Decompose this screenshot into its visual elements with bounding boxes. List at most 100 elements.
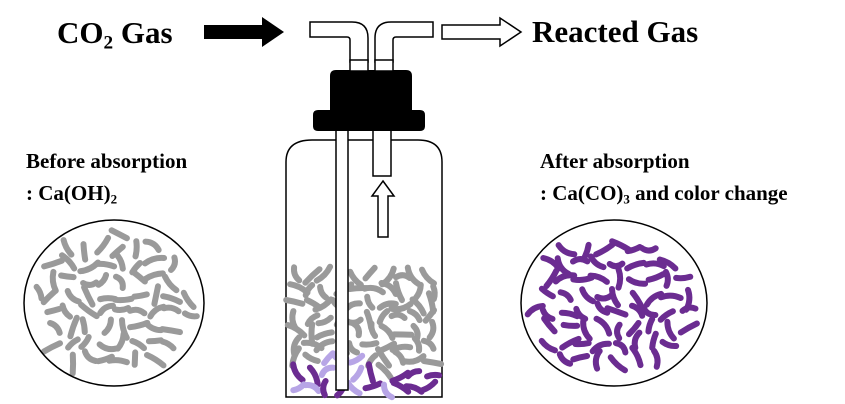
reacted-granule <box>538 285 556 300</box>
unreacted-granule <box>422 307 437 324</box>
reacted-granule <box>541 315 558 335</box>
unreacted-granule <box>168 254 178 273</box>
unreacted-granule <box>114 330 127 352</box>
unreacted-granule <box>347 268 364 288</box>
reacted-granule <box>614 321 623 342</box>
unreacted-granule <box>111 305 132 314</box>
reacted-granule <box>558 309 581 320</box>
unreacted-granule <box>33 283 45 302</box>
reacted-granule <box>572 340 592 348</box>
unreacted-granule <box>109 243 126 259</box>
unreacted-granule <box>60 237 75 258</box>
unreacted-granule <box>49 268 59 294</box>
unreacted-granule <box>162 273 180 294</box>
reacted-granule <box>362 380 384 392</box>
reacted-granule <box>643 260 667 270</box>
unreacted-granule <box>79 316 88 336</box>
reacted-granule <box>570 353 591 363</box>
after-absorption-granules <box>524 238 700 374</box>
unreacted-granule <box>106 357 130 366</box>
reacted-granule <box>629 344 644 369</box>
reacted-granule <box>609 238 632 253</box>
reacted-granule <box>539 306 556 322</box>
reacted-granule <box>570 256 591 265</box>
partially-reacted-granule <box>381 381 395 401</box>
outlet-tube-neck <box>374 59 394 72</box>
unreacted-granule <box>401 353 427 365</box>
outlet-short-tube <box>372 125 392 177</box>
unreacted-granule <box>159 338 177 352</box>
before-absorption-circle <box>23 219 205 387</box>
reacted-granule <box>645 316 656 335</box>
unreacted-granule <box>96 341 119 353</box>
reacted-granule <box>645 271 667 283</box>
unreacted-granule <box>80 241 89 263</box>
unreacted-granule <box>378 280 399 297</box>
reacted-granule <box>390 380 412 395</box>
unreacted-granule <box>302 282 316 299</box>
unreacted-granule <box>131 349 139 368</box>
unreacted-granule <box>313 338 336 354</box>
unreacted-granule <box>160 293 183 305</box>
unreacted-granule <box>113 251 126 272</box>
unreacted-granule <box>58 272 77 281</box>
reacted-granule <box>615 266 624 291</box>
unreacted-granule <box>315 314 334 327</box>
outlet-gas-label: Reacted Gas <box>532 14 699 49</box>
reacted-granule <box>594 300 611 316</box>
unreacted-granule <box>302 351 321 364</box>
reacted-granule <box>629 302 646 319</box>
unreacted-granule <box>159 326 183 336</box>
reacted-granule <box>638 245 659 254</box>
reacted-granule <box>560 321 581 329</box>
reacted-granule <box>365 361 376 385</box>
reacted-granule <box>538 337 558 354</box>
unreacted-granule <box>144 352 167 369</box>
reacted-granule <box>657 308 676 323</box>
unreacted-granule <box>409 296 427 317</box>
unreacted-granule <box>131 291 150 300</box>
reacted-granule <box>587 272 610 285</box>
unreacted-granule <box>59 302 73 320</box>
unreacted-granule <box>430 283 438 303</box>
unreacted-granule <box>312 296 334 313</box>
reacted-granule <box>593 241 616 258</box>
reacted-granule <box>609 286 621 309</box>
unreacted-granule <box>411 335 423 354</box>
unreacted-granule <box>368 320 379 339</box>
after-absorption-title: After absorption <box>540 149 690 173</box>
unreacted-granule <box>313 329 335 341</box>
unreacted-granule <box>426 318 437 341</box>
reacted-granule <box>580 318 593 342</box>
unreacted-granule <box>94 260 118 270</box>
unreacted-granule <box>364 293 376 311</box>
reacted-granule <box>424 371 443 380</box>
unreacted-granule <box>346 340 360 356</box>
before-absorption-formula: : Ca(OH)2 <box>26 181 118 207</box>
unreacted-granule <box>283 297 306 307</box>
unreacted-granule <box>101 316 114 336</box>
unreacted-granule <box>304 312 321 327</box>
unreacted-granule <box>67 314 80 340</box>
reacted-granule <box>624 244 643 255</box>
unreacted-granule <box>94 234 112 256</box>
unreacted-granule <box>59 252 78 272</box>
reacted-granule <box>640 304 659 319</box>
gas-flow-up-arrow <box>370 179 396 238</box>
unreacted-granule <box>47 320 63 336</box>
unreacted-granule <box>113 273 126 291</box>
unreacted-granule <box>302 266 323 286</box>
unreacted-granule <box>290 264 303 284</box>
reacted-granule <box>662 268 671 289</box>
unreacted-granule <box>129 338 147 352</box>
inlet-tube <box>309 21 369 63</box>
reacted-granule <box>612 340 629 356</box>
inlet-tube-neck <box>349 59 369 72</box>
reacted-granule <box>524 303 546 318</box>
reacted-granule <box>626 320 642 338</box>
partially-reacted-granule <box>318 364 337 378</box>
unreacted-granule <box>132 238 140 260</box>
unreacted-granule <box>361 284 386 296</box>
